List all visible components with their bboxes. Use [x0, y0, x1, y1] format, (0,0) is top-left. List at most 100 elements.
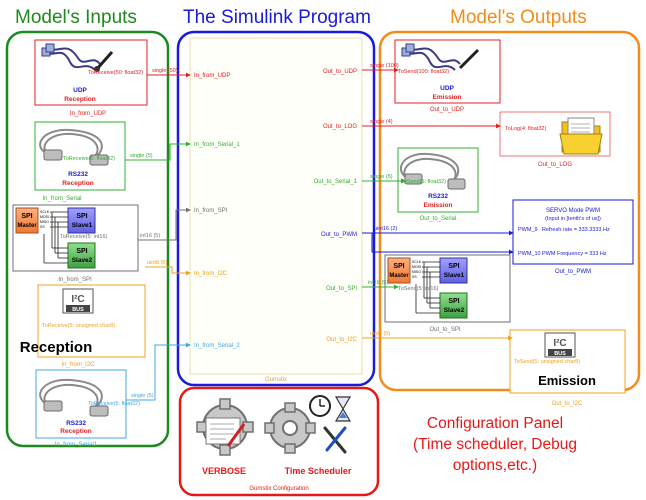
pwm-subtitle: (Input in [tenth's of us])	[545, 216, 601, 222]
i2c-out-signal: uint8 (5)	[370, 331, 390, 337]
i2c-reception-block-label: ToReceive(5: unsigned char8)	[42, 323, 115, 329]
udp-reception-block	[34, 39, 148, 106]
svg-text:SCLK: SCLK	[412, 260, 422, 264]
input-signal-lines	[125, 72, 191, 401]
udp-emission-block-label: ToSend(100: float32)	[398, 69, 449, 75]
svg-text:MISO: MISO	[40, 220, 49, 224]
inport-label: In_from_Serial_1	[194, 142, 240, 148]
udp-in-signal: single (50)	[152, 68, 178, 74]
serial-emission-caption: Out_to_Serial	[420, 216, 457, 222]
program-group-frame	[176, 30, 376, 387]
svg-text:I²C: I²C	[553, 338, 566, 349]
svg-text:SPI: SPI	[448, 263, 459, 270]
svg-text:SPI: SPI	[21, 213, 32, 220]
inport-label: In_from_I2C	[194, 271, 228, 277]
rs232b-in-signal: single (5)	[131, 393, 154, 399]
pwm-out-signal: uint16 (2)	[374, 226, 397, 232]
svg-text:Master: Master	[389, 273, 409, 279]
pwm-pin1: PWM_9	[518, 227, 538, 233]
svg-text:BUS: BUS	[554, 351, 566, 357]
svg-text:SPI: SPI	[448, 298, 459, 305]
serial-emission-sub: Emission	[424, 202, 453, 209]
pwm-pin2: PWM_10	[518, 251, 541, 257]
i2c-emission-block-label: ToSend(5: unsigned char8)	[514, 359, 580, 365]
scheduler-label: Time Scheduler	[285, 466, 352, 476]
inputs-header: Model's Inputs	[15, 7, 137, 28]
udp-emission-sub: Emission	[433, 94, 462, 101]
svg-text:SS: SS	[412, 275, 417, 279]
config-note-line-2: (Time scheduler, Debug	[413, 436, 577, 453]
udp-reception-title: UDP	[73, 87, 87, 94]
spi-reception-block-label: ToReceive(5: int16)	[60, 234, 108, 240]
rs232b-reception-title: RS232	[66, 420, 86, 427]
rs232b-reception-sub: Reception	[60, 428, 91, 435]
svg-text:Slave1: Slave1	[444, 272, 465, 279]
verbose-label: VERBOSE	[202, 466, 246, 476]
outport-label: Out_to_Serial_1	[314, 179, 358, 185]
udp-emission-title: UDP	[440, 85, 454, 92]
rs232b-reception-caption: In_from_Serial1	[55, 442, 98, 448]
i2c-bus-logo: I²C BUS	[62, 288, 94, 314]
program-outports: Out_to_UDP Out_to_LOG Out_to_Serial_1 Ou…	[314, 69, 358, 343]
spi-slave1-chip	[67, 207, 96, 234]
log-caption: Out_to_LOG	[538, 162, 572, 168]
i2c-in-signal: uint8 (5)	[147, 260, 167, 266]
spi-emission-block-label: ToSend(5: int16)	[398, 286, 439, 292]
spi-slave2-chip	[67, 242, 96, 269]
outport-label: Out_to_SPI	[326, 286, 357, 292]
outport-label: Out_to_I2C	[326, 337, 357, 343]
svg-text:Slave1: Slave1	[72, 222, 93, 229]
serial-emission-block-label: ToSend(5: float32)	[401, 179, 446, 185]
udp-reception-block-label: ToReceive(50: float32)	[88, 70, 143, 76]
spi-emission-caption: Out_to_SPI	[429, 327, 460, 333]
folder-icon	[559, 117, 603, 155]
svg-text:SS: SS	[40, 225, 45, 229]
i2c-reception-title: Reception	[20, 339, 93, 356]
verbose-gear-icon	[196, 398, 254, 456]
svg-text:MOSI: MOSI	[40, 215, 49, 219]
i2c-reception-caption: In_from_I2C	[61, 362, 95, 368]
svg-text:I²C: I²C	[71, 294, 84, 305]
outport-label: Out_to_PWM	[321, 232, 357, 238]
svg-text:SPI: SPI	[76, 248, 87, 255]
pwm-block	[512, 199, 634, 265]
rs232b-reception-block-label: ToReceive(5: float32)	[88, 401, 140, 407]
outputs-header: Model's Outputs	[450, 7, 587, 28]
svg-text:SPI: SPI	[76, 213, 87, 220]
spi-in-signal: int16 (5)	[140, 233, 160, 239]
config-note-line-1: Configuration Panel	[426, 415, 564, 432]
pwm-title: SERVO Mode PWM	[546, 208, 600, 214]
spi-out-signal: int16 (5)	[368, 280, 388, 286]
svg-text:MISO: MISO	[412, 270, 421, 274]
udp-out-signal: single (100)	[370, 63, 399, 69]
svg-text:SPI: SPI	[393, 263, 404, 270]
inport-label: In_from_UDP	[194, 73, 230, 79]
svg-text:Slave2: Slave2	[444, 307, 465, 314]
inport-label: In_from_SPI	[194, 208, 228, 214]
config-group-frame	[178, 386, 380, 497]
svg-text:Master: Master	[17, 223, 37, 229]
hourglass-icon	[334, 396, 352, 422]
rs232-in-signal: single (5)	[130, 153, 153, 159]
rs232-reception-sub: Reception	[62, 180, 93, 187]
program-inports: In_from_UDP In_from_Serial_1 In_from_SPI…	[194, 73, 240, 349]
log-block-label: ToLog(4: float32)	[505, 126, 546, 132]
i2c-reception-block	[37, 284, 146, 358]
pwm-rate: Refresh rate = 333.3333 Hz	[542, 227, 610, 233]
pwm-caption: Out_to_PWM	[555, 269, 591, 275]
config-note-line-3: options,etc.)	[452, 457, 538, 474]
udp-reception-caption: In_from_UDP	[70, 111, 106, 117]
gumstix-subsystem-block	[189, 37, 363, 375]
svg-text:Slave2: Slave2	[72, 257, 93, 264]
config-caption: Gumstix Configuration	[249, 486, 308, 492]
spi-wires	[43, 211, 68, 264]
i2c-emission-caption: Out_to_I2C	[552, 401, 583, 407]
outport-label: Out_to_UDP	[323, 69, 357, 75]
spi-master-chip	[15, 207, 39, 234]
rs232-reception-block-label: ToReceive(5: float32)	[63, 156, 115, 162]
rs232-reception-caption: In_from_Serial	[42, 196, 81, 202]
rs232-reception-title: RS232	[68, 171, 88, 178]
